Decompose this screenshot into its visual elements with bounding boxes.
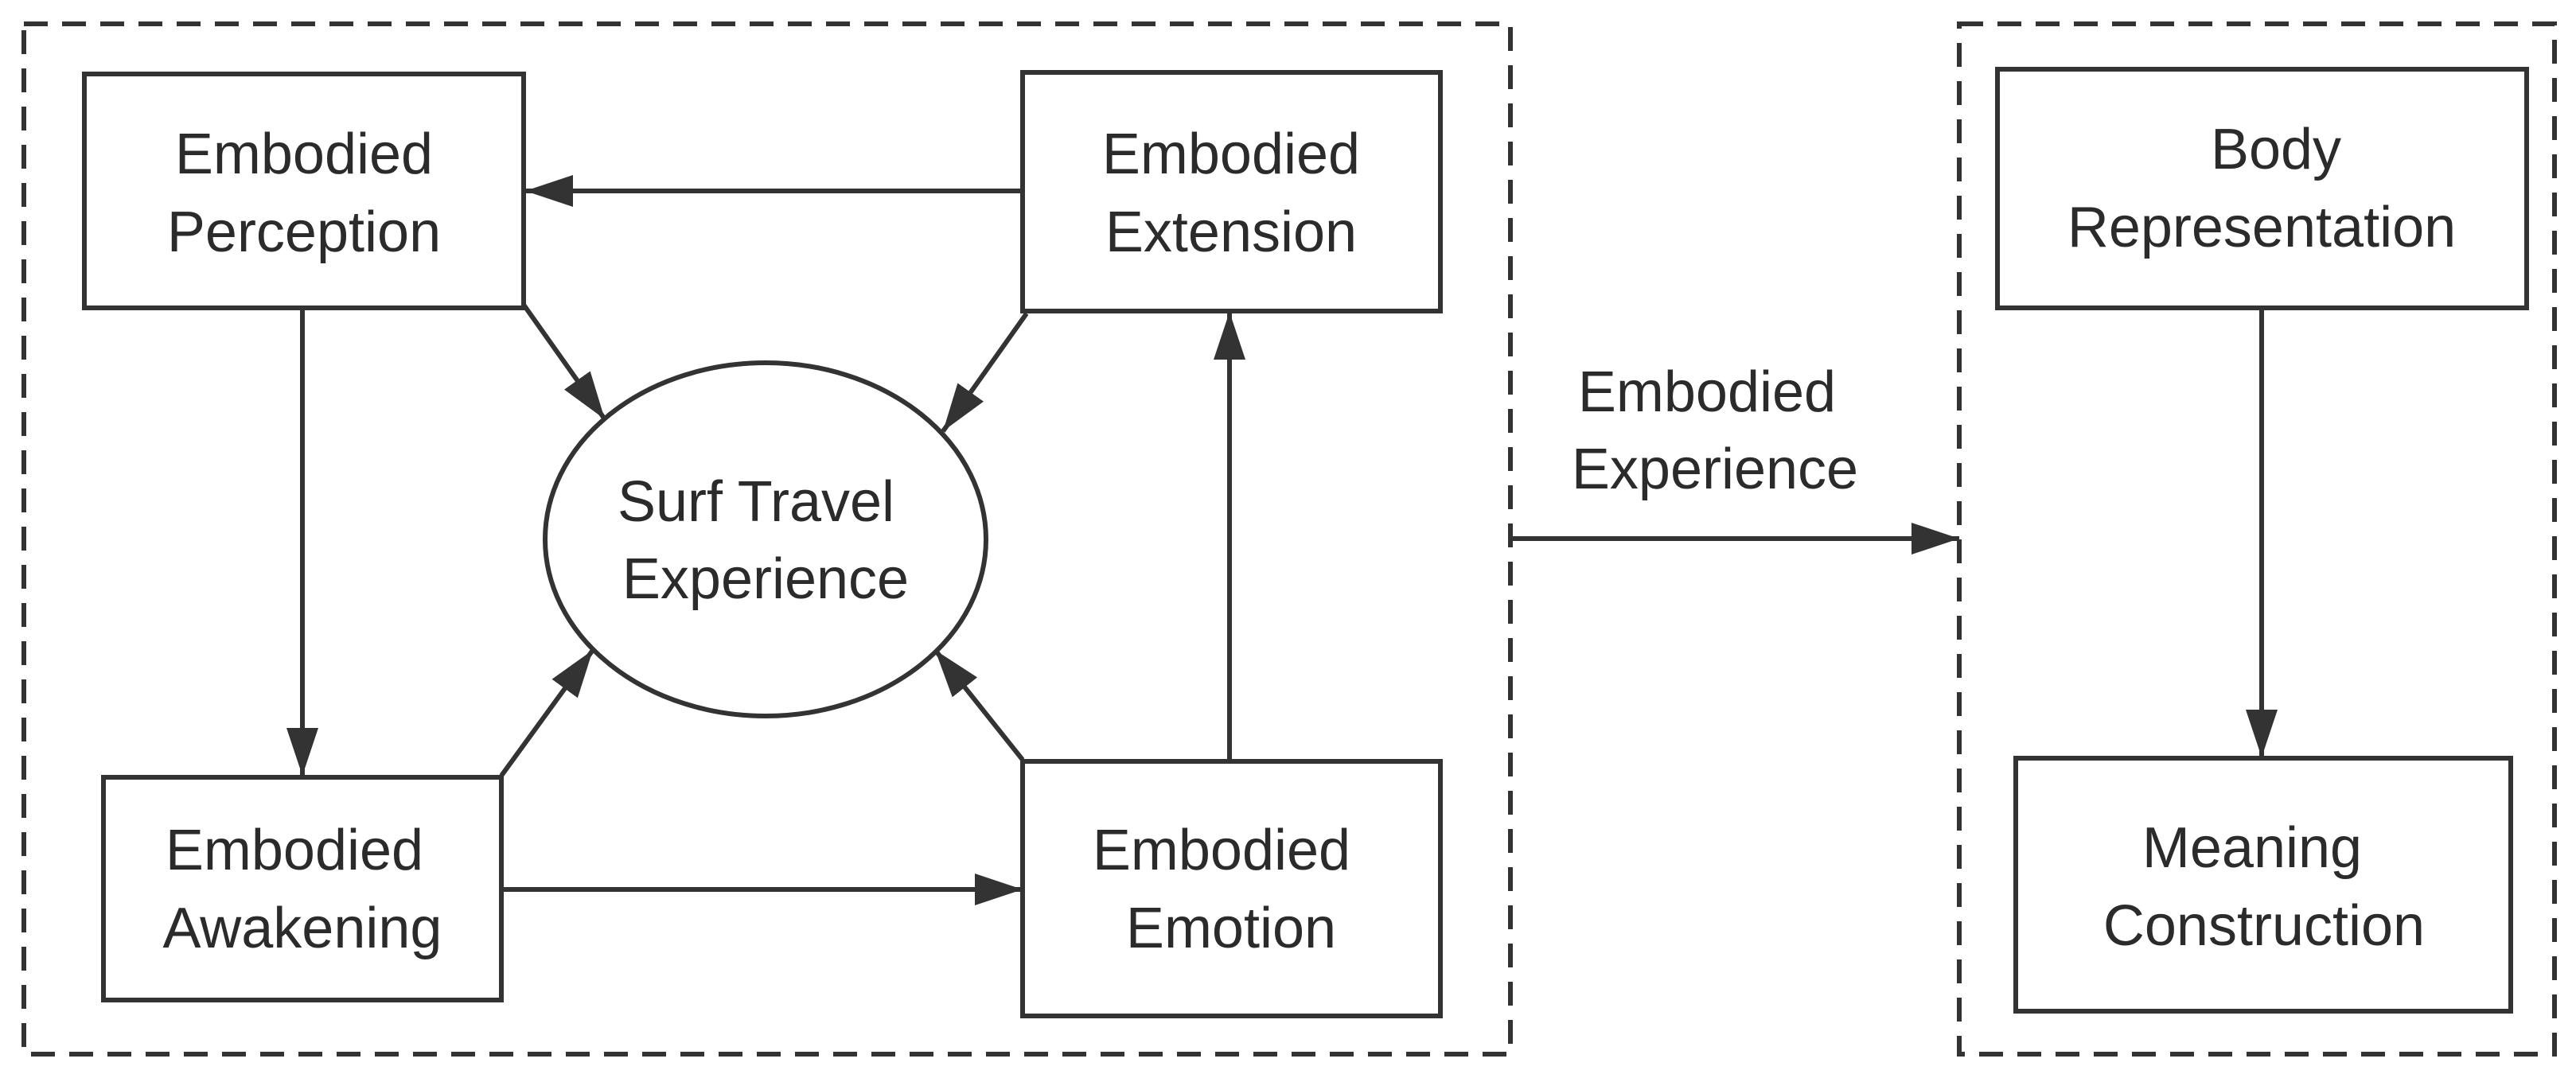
node-embodied-perception-line1: Embodied xyxy=(175,123,433,186)
node-embodied-perception-line2: Perception xyxy=(167,200,441,264)
node-embodied-perception: Embodied Perception xyxy=(82,72,526,310)
node-meaning-construction: Meaning Construction xyxy=(2013,756,2513,1014)
edge-extension-to-center xyxy=(941,312,1029,433)
node-embodied-extension-line2: Extension xyxy=(1105,200,1357,264)
node-embodied-emotion: Embodied Emotion xyxy=(1020,759,1443,1018)
edge-perception-to-center xyxy=(521,303,607,421)
node-surf-travel-experience: Surf Travel Experience xyxy=(543,360,988,718)
node-surf-travel-experience-line2: Experience xyxy=(622,547,909,611)
node-embodied-awakening-line2: Awakening xyxy=(163,897,442,960)
edge-label-line2: Experience xyxy=(1572,438,1858,501)
node-meaning-construction-line1: Meaning xyxy=(2142,816,2362,880)
edge-label-embodied-experience: Embodied Experience xyxy=(1572,360,1858,501)
right-group-container xyxy=(1957,21,2557,1057)
edge-awakening-to-center xyxy=(499,648,595,777)
node-embodied-awakening: Embodied Awakening xyxy=(101,775,504,1002)
node-embodied-extension: Embodied Extension xyxy=(1020,70,1443,313)
edge-label-line1: Embodied xyxy=(1578,360,1836,424)
node-meaning-construction-line2: Construction xyxy=(2103,894,2425,958)
node-embodied-emotion-line1: Embodied xyxy=(1093,819,1350,882)
node-body-representation-line2: Representation xyxy=(2067,196,2456,259)
node-surf-travel-experience-line1: Surf Travel xyxy=(618,470,894,534)
node-body-representation-line1: Body xyxy=(2211,118,2341,181)
node-embodied-emotion-line2: Emotion xyxy=(1126,897,1336,960)
node-embodied-awakening-line1: Embodied xyxy=(166,819,423,882)
node-embodied-extension-line1: Embodied xyxy=(1102,123,1360,186)
edge-emotion-to-center xyxy=(933,648,1025,761)
node-body-representation: Body Representation xyxy=(1995,67,2529,310)
